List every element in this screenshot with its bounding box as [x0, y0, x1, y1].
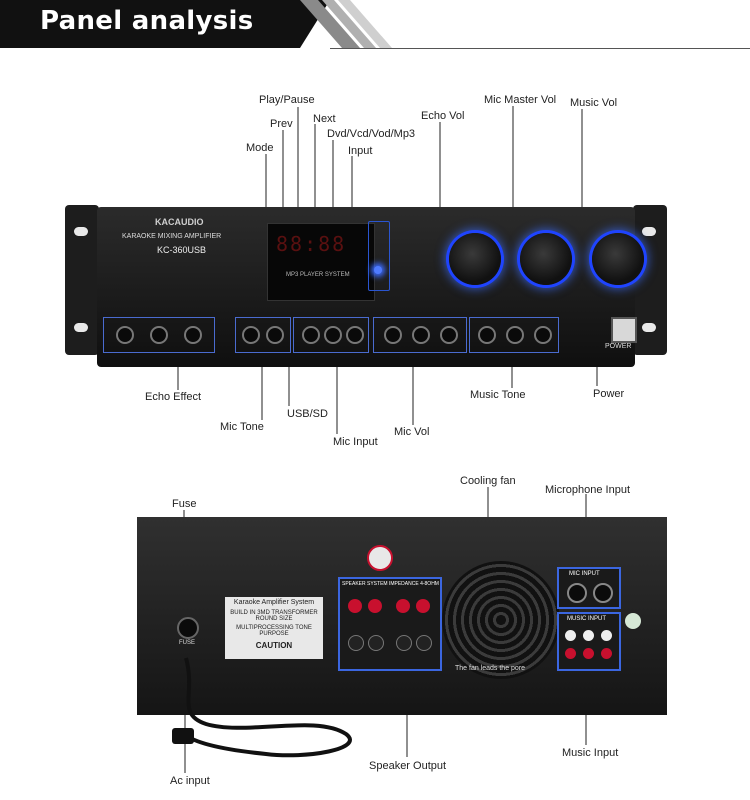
label-fuse: Fuse	[172, 498, 197, 510]
echo-repeat-knob[interactable]	[150, 326, 168, 344]
display-digits: 88:88	[276, 232, 347, 256]
label-prev: Prev	[270, 118, 293, 130]
rca-vod-white[interactable]	[583, 630, 594, 641]
page-title: Panel analysis	[40, 6, 254, 36]
brand-logo: KACAUDIO	[155, 217, 204, 227]
ac-power-cable	[172, 657, 352, 758]
label-music-vol: Music Vol	[570, 97, 618, 109]
speaker-terminal-r-neg[interactable]	[368, 599, 382, 613]
label-mode: Mode	[246, 142, 274, 154]
rear-mic-input-panel: MIC INPUT	[557, 567, 621, 609]
label-cooling-fan: Cooling fan	[460, 475, 516, 487]
mic1-vol-knob[interactable]	[384, 326, 402, 344]
label-ac-input: Ac input	[170, 775, 210, 787]
speaker-terminal-l-pos[interactable]	[396, 599, 410, 613]
amplifier-rear-panel: FUSE Karaoke Amplifier System BUILD IN 3…	[137, 517, 667, 715]
header-banner	[0, 0, 392, 48]
power-caption: POWER	[605, 343, 632, 350]
header-rule	[330, 48, 750, 49]
rear-mic-b-jack[interactable]	[593, 583, 613, 603]
power-button[interactable]	[611, 317, 637, 343]
plate-line1: BUILD IN 3MD TRANSFORMER ROUND SIZE	[230, 610, 318, 622]
rear-music-input-panel: MUSIC INPUT	[557, 612, 621, 671]
label-usb-sd: USB/SD	[287, 408, 328, 420]
rca-vcd-white[interactable]	[565, 630, 576, 641]
mic2-jack[interactable]	[324, 326, 342, 344]
label-mic-master-vol: Mic Master Vol	[484, 94, 557, 106]
label-echo-vol: Echo Vol	[421, 110, 465, 122]
speaker-terminal-l-neg[interactable]	[416, 599, 430, 613]
plate-line2: MULTIPROCESSING TONE PURPOSE	[236, 625, 312, 637]
ce-badge	[625, 613, 641, 629]
mic-master-vol-knob[interactable]	[520, 233, 572, 285]
device-subtitle: KARAOKE MIXING AMPLIFIER	[122, 233, 222, 240]
rca-dvd-white[interactable]	[601, 630, 612, 641]
label-dvd-vcd: Dvd/Vcd/Vod/Mp3	[327, 128, 416, 140]
echo-level-knob[interactable]	[184, 326, 202, 344]
music-treble-knob[interactable]	[506, 326, 524, 344]
music-input-plate: MUSIC INPUT	[567, 616, 606, 622]
mic-treble-knob[interactable]	[266, 326, 284, 344]
rca-vcd-red[interactable]	[565, 648, 576, 659]
speaker-output-panel: SPEAKER SYSTEM IMPEDANCE 4-8OHM	[338, 577, 442, 671]
rca-vod-red[interactable]	[583, 648, 594, 659]
rca-dvd-red[interactable]	[601, 648, 612, 659]
device-model: KC-360USB	[157, 245, 207, 255]
music-tone-section	[469, 317, 559, 353]
mic-input-plate: MIC INPUT	[569, 571, 600, 577]
label-mic-tone: Mic Tone	[220, 421, 264, 433]
label-power: Power	[593, 388, 625, 400]
mic3-jack[interactable]	[346, 326, 364, 344]
speaker-header: SPEAKER SYSTEM IMPEDANCE 4-8OHM	[342, 581, 439, 587]
certification-badge	[367, 545, 393, 571]
mic1-jack[interactable]	[302, 326, 320, 344]
caution-text: CAUTION	[255, 641, 293, 650]
label-play-pause: Play/Pause	[259, 94, 315, 106]
info-plate: Karaoke Amplifier System BUILD IN 3MD TR…	[225, 597, 323, 659]
label-music-input: Music Input	[562, 747, 619, 759]
speaker-terminal-r-gnd2[interactable]	[368, 635, 384, 651]
label-music-tone: Music Tone	[470, 389, 526, 401]
label-input: Input	[348, 145, 373, 157]
label-mic-input: Mic Input	[333, 436, 378, 448]
mic-bass-knob[interactable]	[242, 326, 260, 344]
rack-ear-right	[633, 205, 667, 355]
music-vol-knob[interactable]	[592, 233, 644, 285]
mic-tone-section	[235, 317, 291, 353]
speaker-terminal-l-gnd1[interactable]	[396, 635, 412, 651]
mp3-caption: MP3 PLAYER SYSTEM	[286, 272, 350, 278]
label-microphone-input: Microphone Input	[545, 484, 630, 496]
music-balance-knob[interactable]	[534, 326, 552, 344]
input-indicator-panel	[368, 221, 390, 291]
echo-vol-knob[interactable]	[449, 233, 501, 285]
mic-input-section	[293, 317, 369, 353]
label-mic-vol: Mic Vol	[394, 426, 430, 438]
speaker-terminal-l-gnd2[interactable]	[416, 635, 432, 651]
echo-delay-knob[interactable]	[116, 326, 134, 344]
fan-caption: The fan leads the pore	[455, 665, 526, 672]
label-echo-effect: Echo Effect	[145, 391, 202, 403]
amplifier-front-panel: KACAUDIO KARAOKE MIXING AMPLIFIER KC-360…	[65, 205, 667, 370]
rear-mic-a-jack[interactable]	[567, 583, 587, 603]
mic-vol-section	[373, 317, 467, 353]
rack-ear-left	[65, 205, 99, 355]
fuse-holder[interactable]	[177, 617, 199, 639]
label-next: Next	[313, 113, 336, 125]
plate-title: Karaoke Amplifier System	[233, 599, 315, 606]
fuse-caption: FUSE	[179, 640, 196, 646]
music-bass-knob[interactable]	[478, 326, 496, 344]
echo-effect-section	[103, 317, 215, 353]
speaker-terminal-r-pos[interactable]	[348, 599, 362, 613]
faceplate: KACAUDIO KARAOKE MIXING AMPLIFIER KC-360…	[97, 207, 644, 367]
speaker-terminal-r-gnd1[interactable]	[348, 635, 364, 651]
mic3-vol-knob[interactable]	[440, 326, 458, 344]
mic2-vol-knob[interactable]	[412, 326, 430, 344]
label-speaker-output: Speaker Output	[369, 760, 447, 772]
cooling-fan-grill	[442, 561, 560, 679]
led-display: 88:88 MP3 PLAYER SYSTEM	[267, 223, 375, 301]
